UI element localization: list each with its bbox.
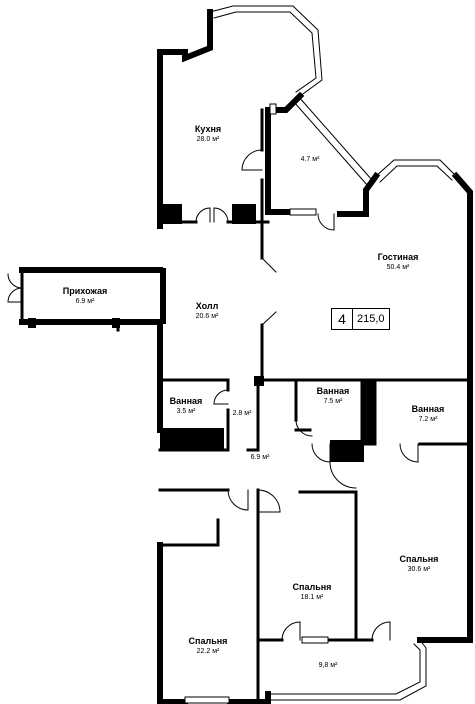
room-area: 28.0 м² <box>196 136 220 143</box>
room-area: 9,8 м² <box>318 662 338 669</box>
room-name: Спальня <box>292 582 332 592</box>
kitchen-balcony-wall <box>209 5 373 187</box>
apartment-badge: 4 215,0 <box>331 308 390 330</box>
room-area: 6.9 м² <box>75 298 95 305</box>
room-area: 3.5 м² <box>176 408 196 415</box>
bedroom-balcony-wall <box>267 639 427 701</box>
room-name: Прихожая <box>62 286 108 296</box>
living-bay-wall <box>375 159 457 183</box>
room-area: 30.6 м² <box>407 566 431 573</box>
room-area: 18.1 м² <box>300 594 324 601</box>
room-bathroom-small: Ванная 3.5 м² <box>170 396 203 415</box>
room-hall: Холл 20.6 м² <box>196 301 219 320</box>
room-balcony: 9,8 м² <box>319 660 338 669</box>
room-area: 7.2 м² <box>418 416 438 423</box>
apartment-total-area: 215,0 <box>357 313 385 325</box>
room-area: 7.5 м² <box>323 398 343 405</box>
apartment-number: 4 <box>332 309 353 329</box>
door <box>7 149 419 641</box>
room-bathroom-middle: Ванная 7.5 м² <box>317 386 350 405</box>
room-area: 20.6 м² <box>195 313 219 320</box>
room-bedroom-large: Спальня 30.6 м² <box>400 554 439 573</box>
room-name: Кухня <box>194 124 222 134</box>
room-area: 50.4 м² <box>386 264 410 271</box>
room-living: Гостиная 50.4 м² <box>378 252 419 271</box>
exterior-wall <box>19 9 473 704</box>
room-bedroom-middle: Спальня 18.1 м² <box>293 582 332 601</box>
room-name: Ванная <box>316 386 350 396</box>
room-storage: 2.8 м² <box>233 408 252 417</box>
room-name: Спальня <box>188 636 228 646</box>
wall-column <box>28 204 375 462</box>
room-name: Холл <box>195 301 219 311</box>
room-name: Гостиная <box>377 252 419 262</box>
room-corridor: 6.9 м² <box>251 452 270 461</box>
room-area: 4.7 м² <box>300 156 320 163</box>
room-bathroom-right: Ванная 7.2 м² <box>412 404 445 423</box>
room-area: 6.9 м² <box>250 454 270 461</box>
room-loggia: 4.7 м² <box>301 154 320 163</box>
room-entrance: Прихожая 6.9 м² <box>63 286 107 305</box>
room-kitchen: Кухня 28.0 м² <box>195 124 221 143</box>
room-name: Ванная <box>411 404 445 414</box>
room-name: Ванная <box>169 396 203 406</box>
room-name: Спальня <box>399 554 439 564</box>
room-area: 2.8 м² <box>232 410 252 417</box>
room-bedroom-left: Спальня 22.2 м² <box>189 636 228 655</box>
interior-wall <box>20 108 470 704</box>
window <box>184 103 329 704</box>
room-area: 22.2 м² <box>196 648 220 655</box>
